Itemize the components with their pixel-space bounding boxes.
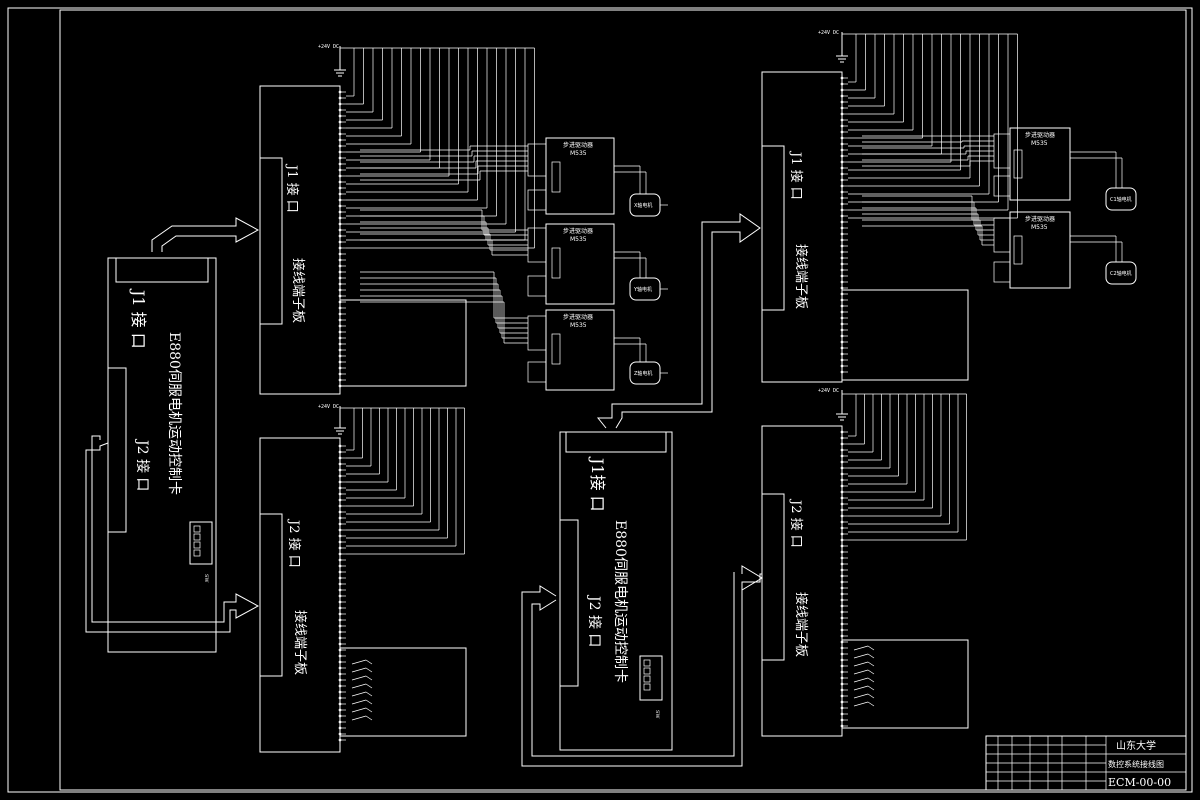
left-j1-terminal-board: J1 接 口 接线端子板 [259,85,467,395]
left-j2-board-title: 接线端子板 [292,610,308,675]
right-j2-board-title: 接线端子板 [793,592,809,657]
wire [853,653,869,659]
drawing-title: 数控系统接线图 [1108,759,1164,769]
wire [867,701,875,707]
inner-frame [59,9,1187,791]
wire [351,683,367,689]
left-control-card: J1 接 口 J2 接 口 E880伺服电机运动控制卡 SW [107,257,217,653]
left-motors: X轴电机 Y轴电机 Z轴电机 [614,165,668,385]
wire [351,691,367,697]
wire [365,667,373,673]
wire [365,683,373,689]
terminal-pins [338,33,1018,742]
driver-2-model: M535 [570,236,587,243]
ground-symbols [334,32,848,435]
cable-arrows [85,213,763,767]
left-j2-board-label: J2 接 口 [286,518,302,568]
left-j2-terminal-board: J2 接 口 接线端子板 [259,437,467,753]
wire [853,669,869,675]
left-j1-board-title: 接线端子板 [290,258,306,323]
driver-3-title: 步进驱动器 [563,313,593,321]
c2-motor-label: C2轴电机 [1110,270,1132,277]
wire [853,701,869,707]
wire [365,675,373,681]
z-motor-label: Z轴电机 [634,370,652,377]
c-motor-label: C1轴电机 [1110,196,1132,203]
wire [853,685,869,691]
wire [365,707,373,713]
wire [365,691,373,697]
vdc-label-4: +24V DC [818,388,839,394]
left-card-title: E880伺服电机运动控制卡 [166,332,182,495]
outer-frame [7,7,1193,793]
vdc-label-3: +24V DC [818,30,839,36]
wire [867,661,875,667]
center-card-j2-label: J2 接 口 [586,594,603,647]
university-name: 山东大学 [1116,739,1156,752]
wire [867,693,875,699]
driver-5-model: M535 [1031,224,1048,231]
wire [867,685,875,691]
wire [365,715,373,721]
driver-1-model: M535 [570,150,587,157]
x-motor-label: X轴电机 [634,202,652,209]
wire [351,715,367,721]
right-stepper-drivers: 步进驱动器 M535 步进驱动器 M535 C1轴电机 C2轴电机 [993,127,1137,289]
left-card-j2-label: J2 接 口 [134,438,151,491]
wire [853,645,869,651]
vdc-label-2: +24V DC [318,404,339,410]
driver-4-model: M535 [1031,140,1048,147]
right-j2-terminal-board: J2 接 口 接线端子板 [761,425,969,737]
wire [365,659,373,665]
driver-5-title: 步进驱动器 [1025,215,1055,223]
vdc-label-1: +24V DC [318,44,339,50]
center-card-title: E880伺服电机运动控制卡 [612,520,628,683]
right-j1-board-label: J1 接 口 [788,150,804,200]
y-motor-label: Y轴电机 [633,286,652,293]
wire [351,707,367,713]
wire [351,675,367,681]
wire [351,659,367,665]
wire [853,693,869,699]
driver-4-title: 步进驱动器 [1025,131,1055,139]
left-stepper-drivers: 步进驱动器 M535 步进驱动器 M535 步进驱动器 M535 [527,137,615,391]
left-dip-switch [189,521,213,565]
wire [867,677,875,683]
wire [867,653,875,659]
left-card-j1-label: J1 接 口 [129,288,148,349]
svg-text:SW: SW [654,710,660,719]
right-j1-terminal-board: J1 接 口 接线端子板 [761,71,969,383]
left-j1-board-label: J1 接 口 [284,163,300,213]
right-j2-board-label: J2 接 口 [788,498,804,548]
wire [351,699,367,705]
driver-2-title: 步进驱动器 [563,227,593,235]
svg-text:SW: SW [203,574,209,583]
wire [853,661,869,667]
center-control-card: J1接 口 J2 接 口 E880伺服电机运动控制卡 SW [559,431,673,751]
right-j1-board-title: 接线端子板 [793,244,809,309]
center-card-j1-label: J1接 口 [588,456,607,512]
wire [365,699,373,705]
center-dip-switch [639,655,663,701]
wire [351,667,367,673]
driver-1-title: 步进驱动器 [563,141,593,149]
wire [867,645,875,651]
drawing-number: ECM-00-00 [1108,776,1171,789]
title-block: 山东大学 数控系统接线图 ECM-00-00 [985,735,1187,791]
driver-3-model: M535 [570,322,587,329]
wire [867,669,875,675]
wire [853,677,869,683]
